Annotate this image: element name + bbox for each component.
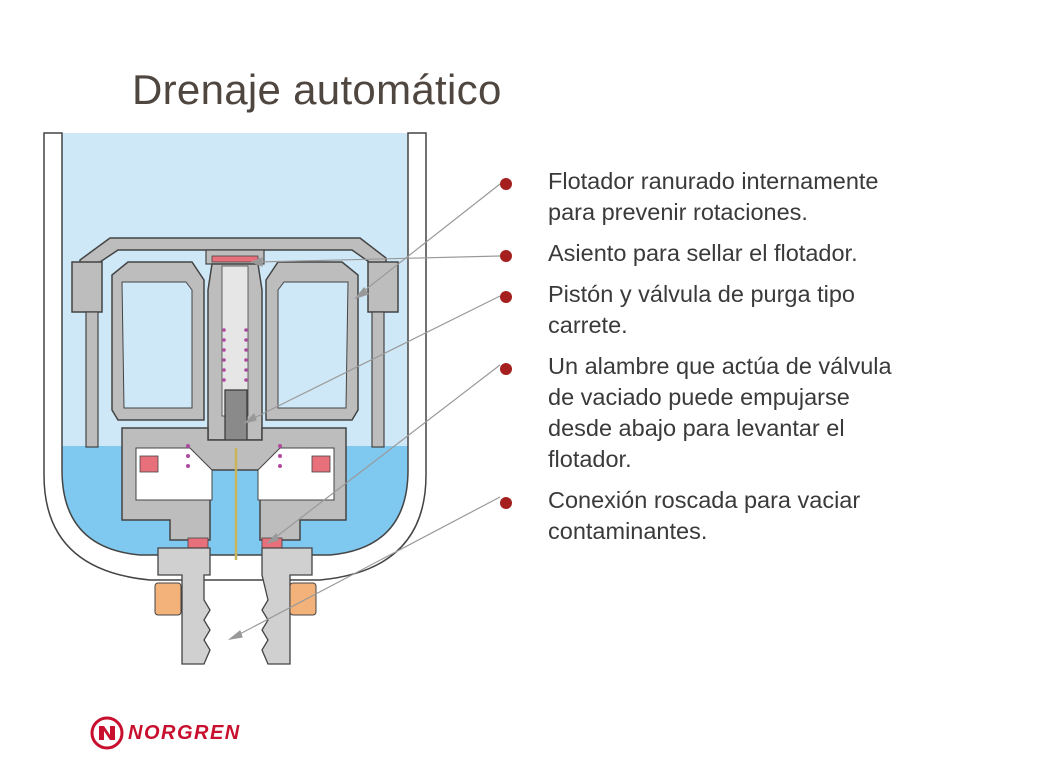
left-clip [71,261,103,313]
threaded-outlet-right [261,547,313,665]
norgren-logo: NORGREN [90,716,241,750]
spring [222,328,248,382]
list-item: Conexión roscada para vaciar contaminant… [500,485,920,547]
nut-right [289,582,317,616]
page-title: Drenaje automático [132,66,502,113]
list-item: Un alambre que actúa de válvula de vacia… [500,351,920,475]
list-item: Asiento para sellar el flotador. [500,238,920,269]
threaded-outlet-left [157,547,211,665]
housing-seal-left [139,455,159,473]
housing-seal-right [311,455,331,473]
feature-list: Flotador ranurado internamente para prev… [500,166,920,557]
list-item: Flotador ranurado internamente para prev… [500,166,920,228]
bullet-icon [500,291,512,303]
logo-brand-text: NORGREN [128,721,241,744]
list-item: Pistón y válvula de purga tipo carrete. [500,279,920,341]
seat-seal [211,255,259,263]
bowl-wall [43,132,427,581]
right-clip [367,261,399,313]
bullet-icon [500,178,512,190]
bullet-icon [500,363,512,375]
leader-lines [227,183,501,640]
nut-left [154,582,182,616]
norgren-emblem-icon [90,716,124,750]
bullet-icon [500,250,512,262]
bullet-icon [500,497,512,509]
